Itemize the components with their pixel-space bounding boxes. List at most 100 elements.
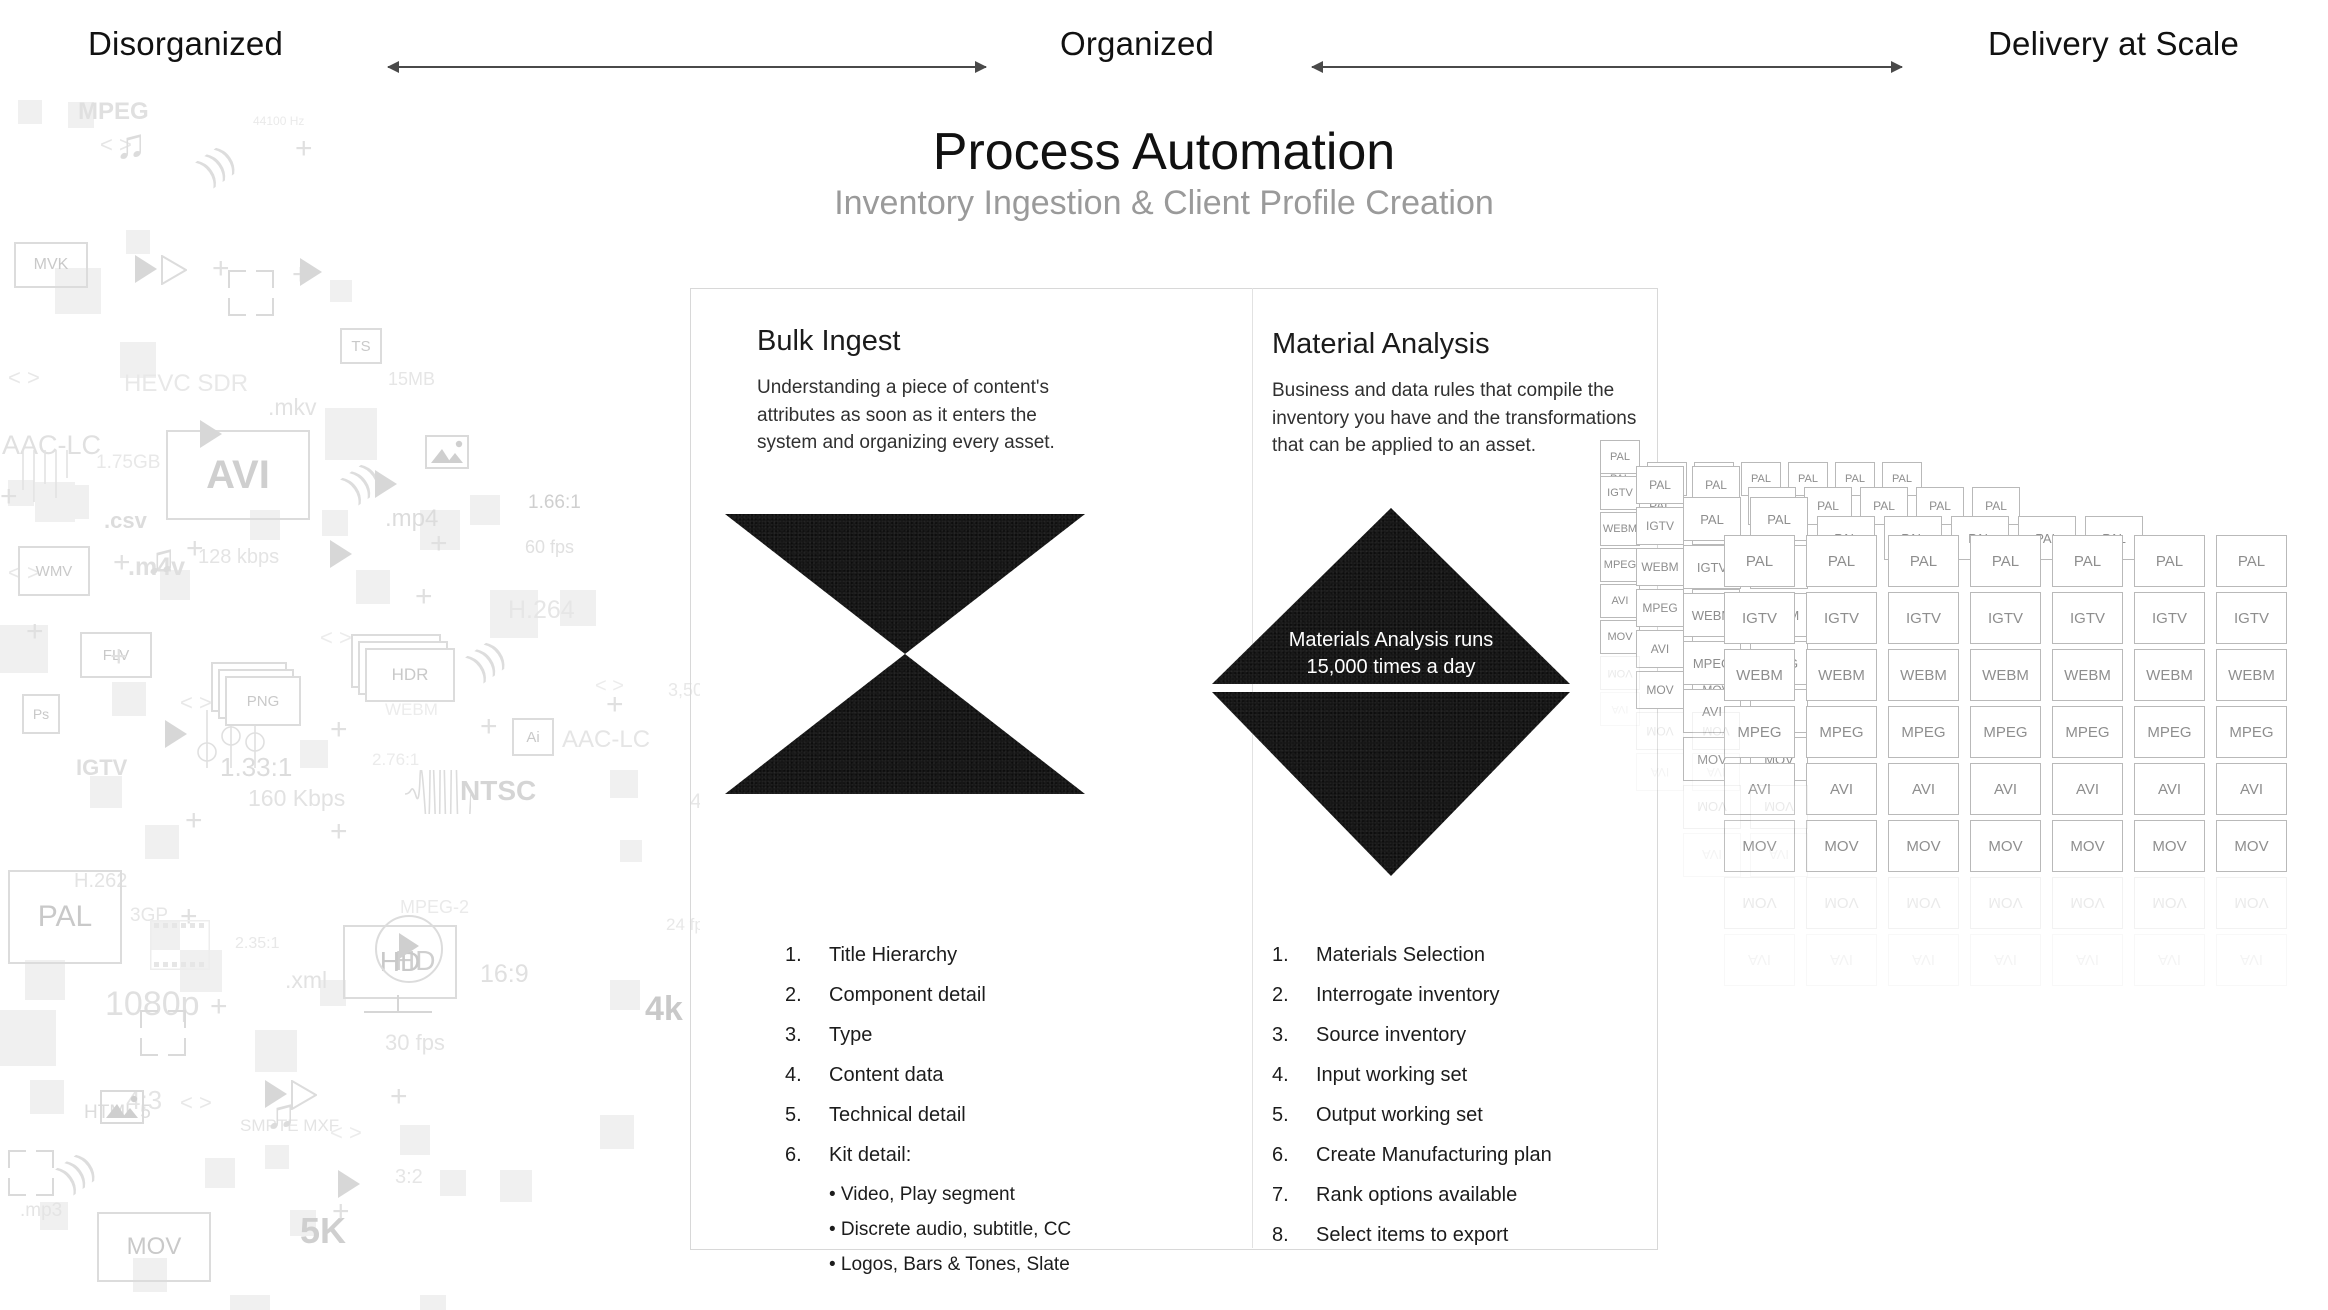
format-tag-igtv: IGTV [1806,592,1877,644]
list-item-label: Input working set [1316,1064,1468,1086]
signal-icon: ))) [191,138,242,190]
list-item-label: Create Manufacturing plan [1316,1144,1552,1166]
format-tag-mov: MOV [1600,620,1640,654]
list-item-number: 5. [785,1104,802,1126]
cloud-plus-icon: + [390,1080,408,1113]
cloud-square [205,1158,235,1188]
format-tag-mov: MOV [1888,820,1959,872]
cloud-square [30,1080,64,1114]
axis-arrow-right [1311,61,1903,73]
format-tag-mov: MOV [1636,671,1684,709]
cloud-format-label: 15MB [388,369,436,389]
format-tag-reflection: AVI [1888,934,1959,986]
format-tag-reflection: MOV [1683,785,1741,829]
cloud-plus-icon: + [330,713,348,746]
format-tag-mpeg: MPEG [1724,706,1795,758]
cloud-square [356,570,390,604]
list-item-label: Content data [829,1064,944,1086]
cloud-square [230,1295,270,1310]
list-item-label: Kit detail: [829,1144,912,1166]
format-tag-reflection: AVI [1750,833,1808,877]
crop-icon [8,1150,54,1196]
format-tag-reflection: MOV [2216,877,2287,929]
cloud-format-label: WEBM [385,700,438,719]
cloud-format-label: 48kHz, stereo [690,790,700,813]
cloud-format-label: 160 Kbps [248,785,346,811]
list-item: 6.Kit detail: [785,1145,1145,1165]
play-pair-icon-solid [265,1080,287,1108]
maturity-axis: Disorganized Organized Delivery at Scale [0,0,2328,104]
list-item: 1.Title Hierarchy [785,945,1145,965]
image-icon [100,1090,144,1124]
format-tag-webm: WEBM [2134,649,2205,701]
cloud-square [133,1258,167,1292]
play-icon [200,420,222,448]
format-tag-avi: AVI [1636,630,1684,668]
cloud-format-label: < > [8,560,40,585]
cloud-square [330,280,352,302]
cloud-square [420,1295,446,1310]
cloud-plus-icon: + [186,532,204,565]
format-tag-pal: PAL [1888,535,1959,587]
format-tag-mov: MOV [1806,820,1877,872]
format-tag-avi: AVI [1600,584,1640,618]
cloud-plus-icon: + [210,990,228,1023]
format-tag-igtv: IGTV [2134,592,2205,644]
format-tag-mov: MOV [2216,820,2287,872]
cloud-square [610,770,638,798]
format-tag-reflection: MOV [1970,877,2041,929]
format-tag-mpeg: MPEG [1600,548,1640,582]
waveform-icon [405,770,471,814]
cloud-square [180,950,222,992]
cloud-square [55,268,101,314]
list-item-label: Materials Selection [1316,944,1485,966]
list-item: 5.Output working set [1272,1105,1652,1125]
cloud-format-label: .mp4 [385,505,439,532]
list-item-number: 6. [1272,1144,1289,1166]
bulk-ingest-body: Understanding a piece of content's attri… [757,377,1055,454]
play-circle-icon [375,915,443,983]
format-tag-mpeg: MPEG [2134,706,2205,758]
cloud-format-label: AAC-LC [2,430,102,460]
axis-arrow-left [387,61,987,73]
cloud-format-label: 24 fps [666,915,700,934]
cloud-plus-icon: + [606,688,624,721]
format-tag-reflection: MOV [2134,877,2205,929]
format-tag-webm: WEBM [1888,649,1959,701]
cloud-format-box: AVI [166,430,310,520]
axis-label-organized: Organized [1060,25,1215,62]
cloud-square [500,1170,532,1202]
cloud-format-label: 30 fps [385,1030,445,1055]
format-tag-reflection: MOV [2052,877,2123,929]
sub-list-item: • Logos, Bars & Tones, Slate [829,1254,1070,1275]
cloud-square [8,480,34,506]
list-item-label: Select items to export [1316,1224,1509,1246]
cloud-square [25,960,65,1000]
list-item-label: Source inventory [1316,1024,1467,1046]
format-tag-reflection: MOV [1888,877,1959,929]
play-icon [375,470,397,498]
format-tag-mpeg: MPEG [1636,589,1684,627]
sub-list-item: • Discrete audio, subtitle, CC [829,1219,1072,1240]
cloud-format-box: Ps [22,694,60,734]
cloud-format-label: NTSC [460,775,537,806]
format-tag-pal: PAL [1636,466,1684,504]
cloud-format-label: AAC-LC [562,726,651,753]
cloud-format-label: 1.66:1 [528,492,581,513]
list-item-number: 3. [785,1024,802,1046]
process-panel-divider [1252,288,1253,1248]
format-tag-reflection: MOV [1806,877,1877,929]
cloud-format-label: 3:2 [395,1166,423,1188]
format-tag-pal: PAL [2052,535,2123,587]
list-item-label: Output working set [1316,1104,1483,1126]
cloud-format-box: TS [340,328,382,364]
list-item: 5.Technical detail [785,1105,1145,1125]
list-item: 7.Rank options available [1272,1185,1652,1205]
cloud-square [560,590,596,626]
format-tag-pal: PAL [1724,535,1795,587]
cloud-format-label: IGTV [76,755,128,780]
play-pair-icon-solid [135,255,157,283]
material-analysis-body: Business and data rules that compile the… [1272,380,1637,457]
list-item: 4.Content data [785,1065,1145,1085]
